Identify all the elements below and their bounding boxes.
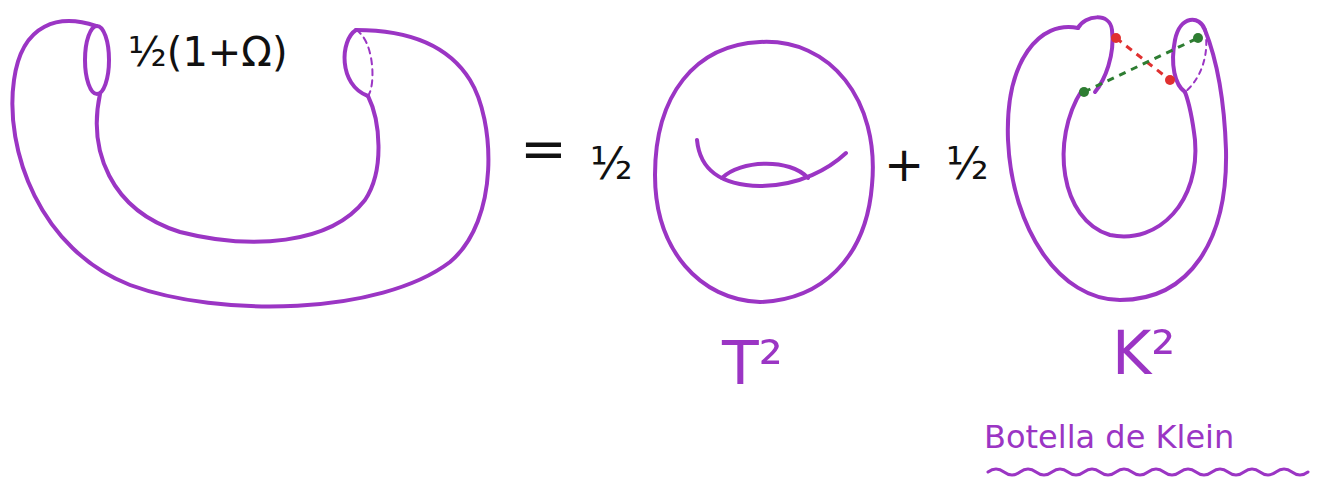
factor-text: ½(1+Ω) bbox=[128, 30, 288, 74]
identification-dot bbox=[1165, 75, 1175, 85]
identification-dot bbox=[1111, 33, 1121, 43]
torus-outline bbox=[655, 42, 873, 302]
torus-label: T² bbox=[722, 330, 783, 396]
identification-line bbox=[1084, 38, 1198, 92]
caption-text: Botella de Klein bbox=[984, 420, 1234, 455]
torus-hole-lower bbox=[697, 140, 846, 186]
equals-sign: = bbox=[520, 118, 567, 180]
fraction-text: ½ bbox=[590, 140, 633, 188]
tube-outline bbox=[12, 21, 488, 306]
klein-neck-right bbox=[1173, 20, 1205, 92]
torus-hole-upper bbox=[722, 164, 808, 178]
tube-opening-left bbox=[85, 26, 109, 94]
klein-neck-back bbox=[1185, 30, 1206, 92]
plus-sign: + bbox=[884, 138, 924, 191]
tube-inner bbox=[97, 94, 379, 242]
identification-dot bbox=[1193, 33, 1203, 43]
klein-label: K² bbox=[1112, 320, 1175, 386]
tube-opening-right-back bbox=[356, 30, 372, 96]
klein-neck-left bbox=[1078, 17, 1113, 92]
klein-outline bbox=[1008, 27, 1226, 300]
fraction-text: ½ bbox=[946, 140, 989, 188]
identification-dot bbox=[1079, 87, 1089, 97]
klein-inner bbox=[1064, 90, 1196, 236]
wavy-underline bbox=[988, 469, 1308, 475]
